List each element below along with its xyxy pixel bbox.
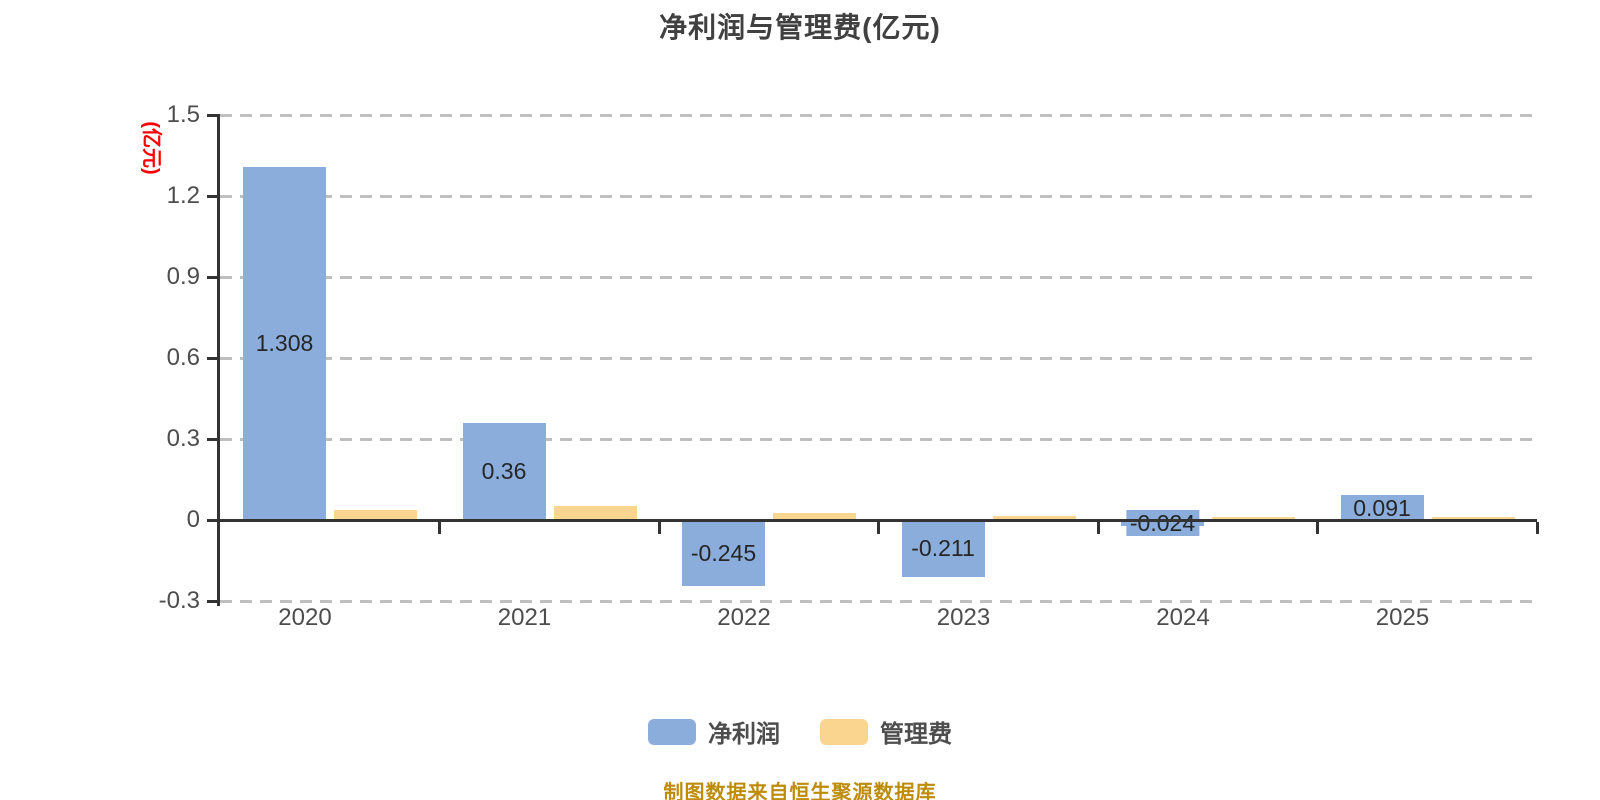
x-axis-label-2021: 2021: [497, 604, 552, 631]
plot-area: 1.308 0.36 -0.245 -0.211 -0.024 0.091: [207, 113, 1539, 606]
x-boundary-tick-2: [657, 521, 661, 534]
gridline-1.5: [220, 113, 1537, 117]
x-axis-label-2024: 2024: [1156, 604, 1210, 631]
x-boundary-tick-1: [438, 521, 441, 534]
bar-mgmt-fee-2022[interactable]: [773, 512, 856, 520]
bar-value-label-net-profit-2023: -0.211: [907, 535, 979, 562]
y-tick-1.2: [207, 194, 220, 198]
y-tick-label-1.2: 1.2: [166, 182, 200, 209]
bar-mgmt-fee-2021[interactable]: [553, 505, 637, 520]
gridline--0.3: [220, 599, 1537, 603]
bar-value-label-net-profit-2020: 1.308: [251, 330, 318, 357]
legend: 净利润 管理费: [0, 714, 1600, 749]
bar-value-label-net-profit-2022: -0.245: [686, 540, 761, 567]
y-tick-0.9: [207, 275, 220, 279]
y-tick-label-1.5: 1.5: [166, 101, 200, 128]
source-note: 制图数据来自恒生聚源数据库: [663, 782, 937, 800]
y-tick-0: [207, 518, 220, 522]
bar-mgmt-fee-2020[interactable]: [334, 510, 417, 520]
x-axis-label-2025: 2025: [1375, 604, 1430, 631]
x-axis-label-2020: 2020: [278, 604, 332, 631]
gridline-0.9: [220, 275, 1537, 279]
x-boundary-tick-6: [1535, 521, 1539, 534]
chart-title: 净利润与管理费(亿元): [659, 12, 941, 43]
y-tick-0.6: [207, 356, 220, 360]
x-axis-label-2023: 2023: [936, 604, 991, 631]
x-axis-line: [220, 518, 1537, 522]
x-boundary-tick-5: [1316, 521, 1319, 534]
bar-value-label-net-profit-2021: 0.36: [477, 458, 531, 485]
bar-value-label-net-profit-2025: 0.091: [1349, 494, 1415, 521]
y-tick-label-0.6: 0.6: [166, 344, 200, 371]
legend-item-mgmt-fee[interactable]: 管理费: [820, 714, 952, 749]
y-tick-label-0.9: 0.9: [166, 263, 200, 290]
y-tick--0.3: [207, 599, 220, 603]
gridline-1.2: [220, 194, 1537, 198]
legend-item-net-profit[interactable]: 净利润: [648, 714, 780, 749]
net-profit-legend-label: 净利润: [708, 721, 780, 748]
x-axis-label-2022: 2022: [717, 604, 771, 631]
y-tick-label--0.3: -0.3: [158, 587, 200, 614]
gridline-0.6: [220, 356, 1537, 360]
bar-mgmt-fee-2023[interactable]: [992, 515, 1076, 520]
gridline-0.3: [220, 437, 1537, 441]
y-tick-1.5: [207, 113, 220, 117]
net-profit-legend-swatch: [648, 718, 696, 745]
mgmt-fee-legend-label: 管理费: [880, 721, 952, 748]
mgmt-fee-legend-swatch: [820, 718, 868, 745]
y-tick-label-0: 0: [186, 506, 200, 533]
y-axis-line: [217, 115, 220, 606]
y-tick-0.3: [207, 437, 220, 441]
x-boundary-tick-4: [1096, 521, 1100, 534]
x-boundary-tick-3: [877, 521, 880, 534]
bar-value-label-net-profit-2024: -0.024: [1125, 510, 1200, 537]
y-tick-label-0.3: 0.3: [166, 425, 200, 452]
